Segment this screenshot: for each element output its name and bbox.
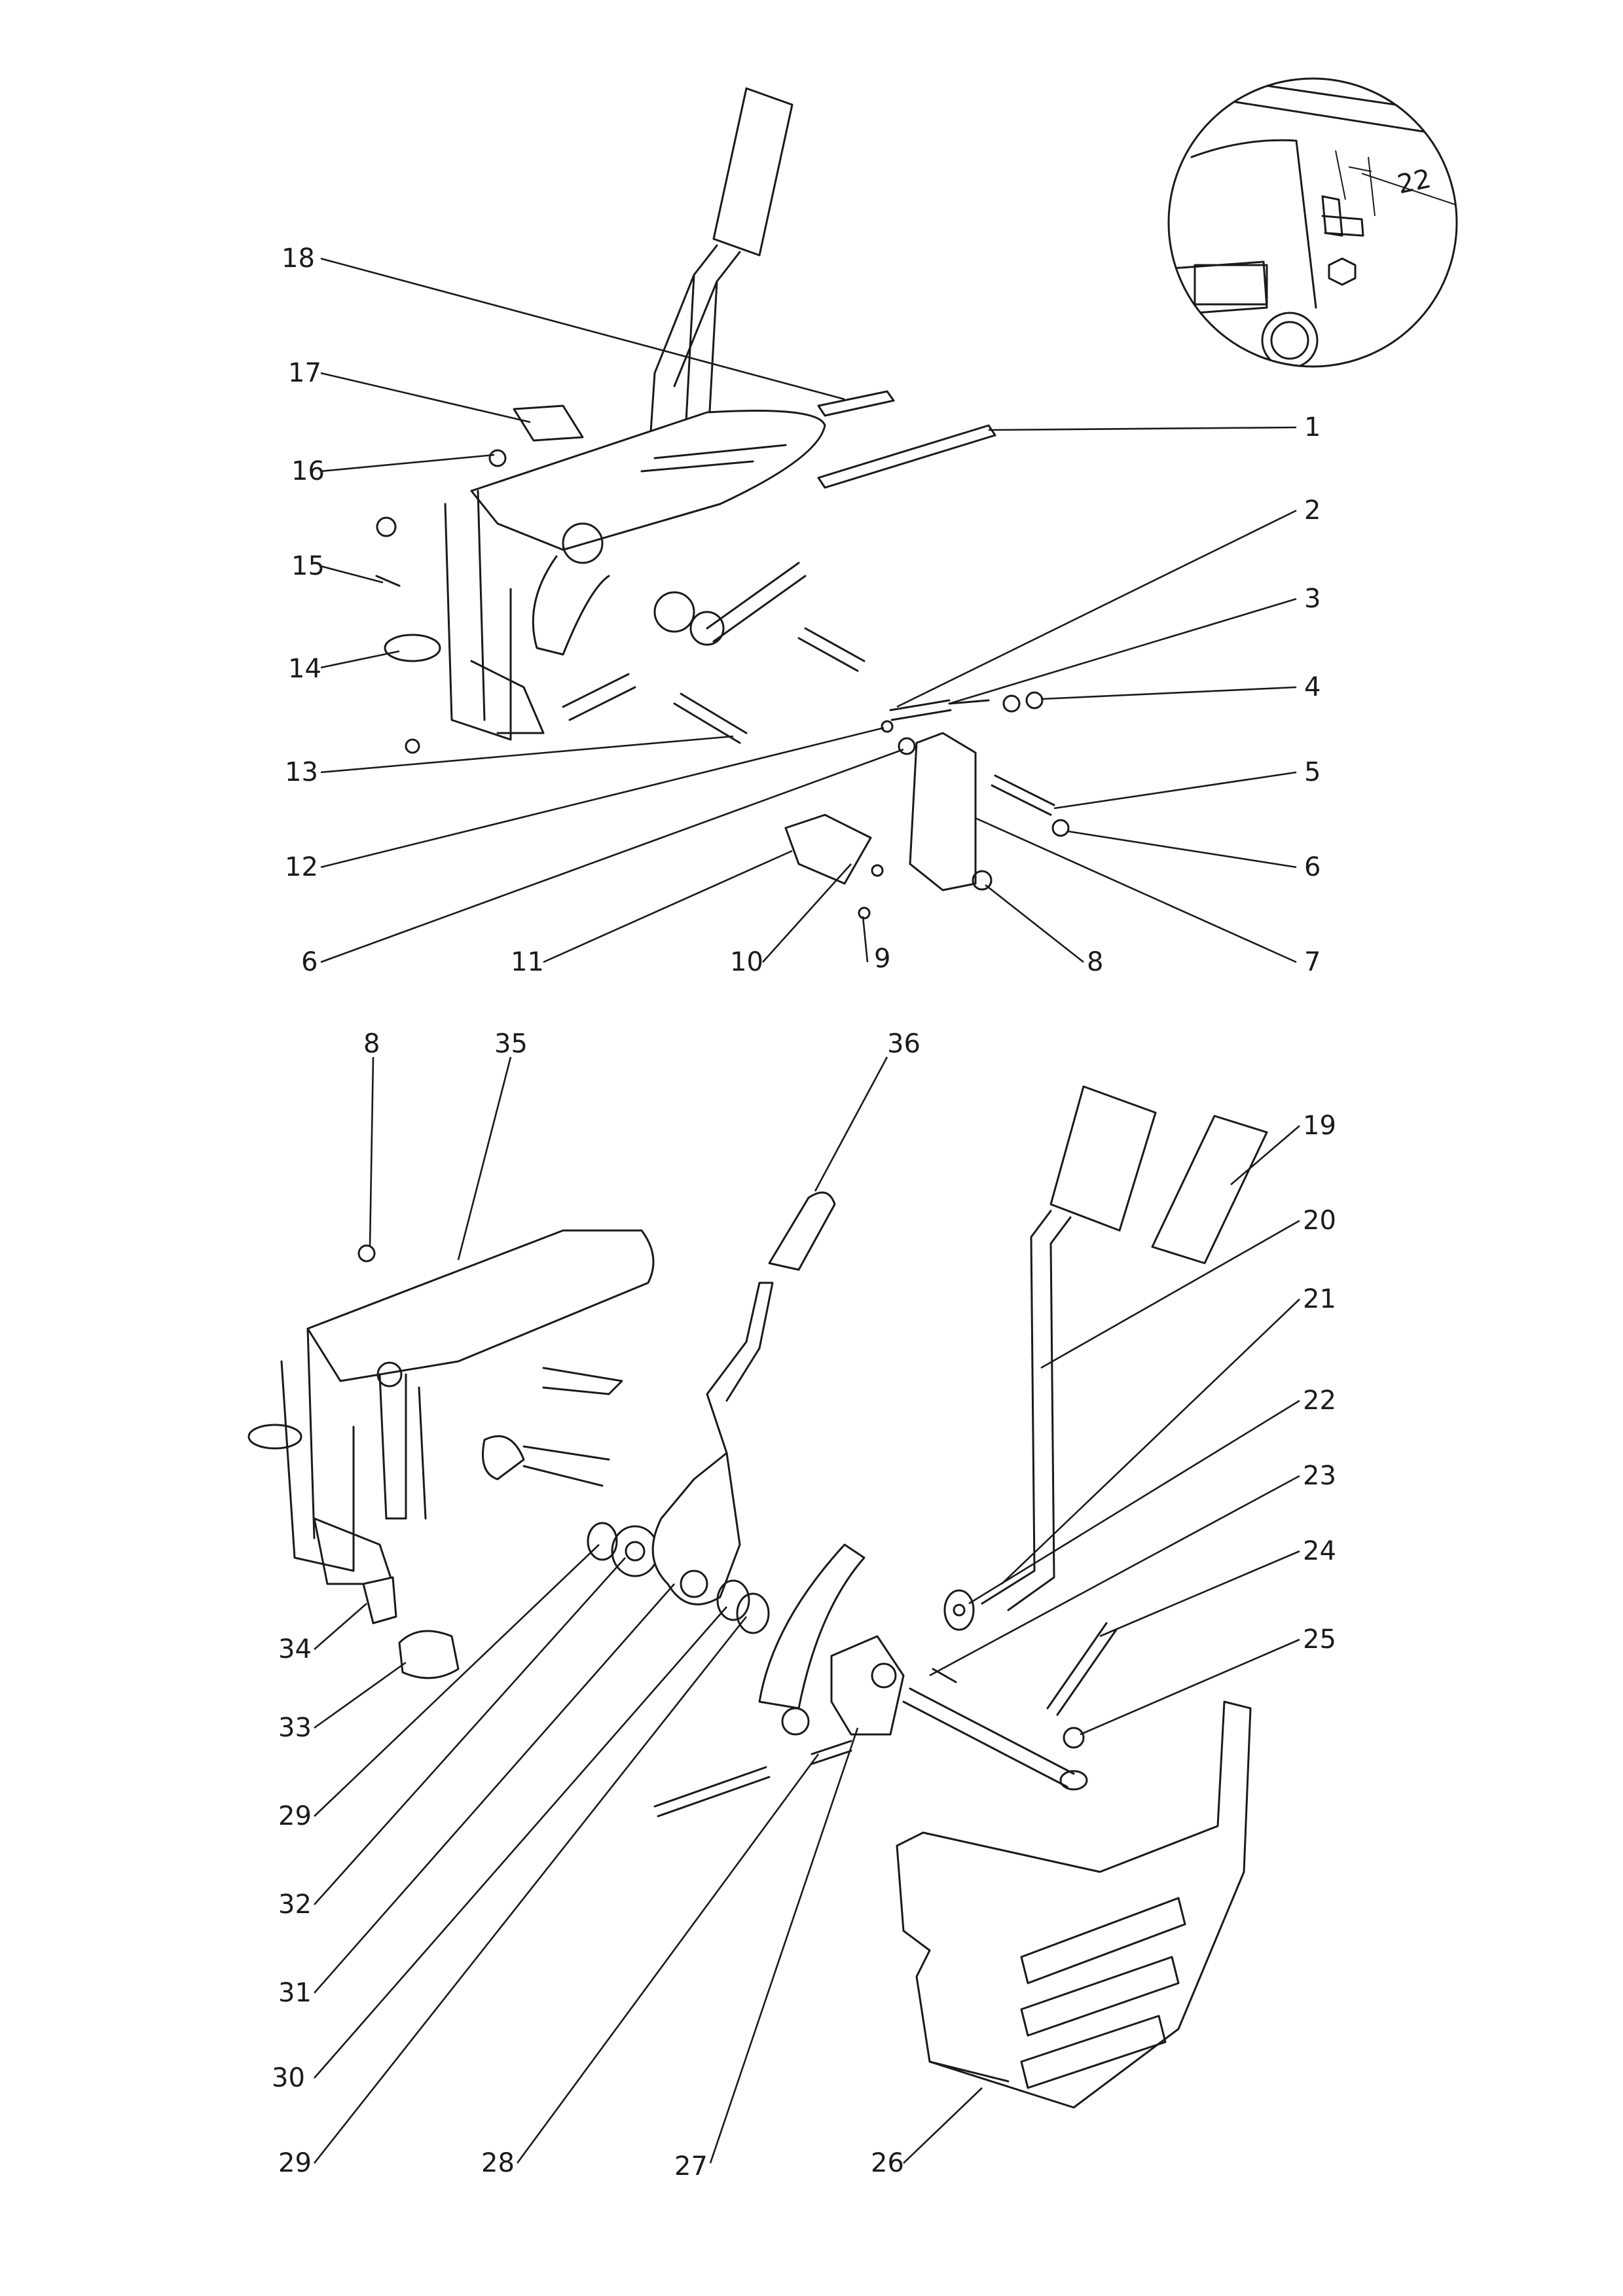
lever-grip-20 (1049, 1085, 1157, 1232)
callout-11: 11 (511, 947, 544, 977)
callout-16: 16 (291, 456, 325, 486)
callout-13: 13 (285, 757, 318, 787)
callout-31: 31 (278, 1978, 312, 2008)
callout-labels: 1 2 3 4 5 6 7 8 9 10 11 6 12 13 14 15 16… (272, 243, 1336, 2181)
callout-8b: 8 (363, 1029, 380, 1059)
callout-1: 1 (1304, 412, 1321, 442)
strip-1 (817, 424, 996, 489)
base-plate (470, 410, 826, 551)
grip-36 (768, 1191, 836, 1271)
callout-26: 26 (871, 2148, 904, 2178)
strip-18 (817, 390, 895, 417)
callout-19: 19 (1303, 1111, 1336, 1141)
callout-32: 32 (278, 1890, 312, 1920)
callout-21: 21 (1303, 1284, 1336, 1314)
callout-25: 25 (1303, 1624, 1336, 1655)
lower-assembly (247, 1085, 1268, 2109)
callout-35: 35 (494, 1029, 528, 1059)
callout-5: 5 (1304, 757, 1321, 787)
switch-33 (398, 1630, 460, 1679)
callout-14: 14 (288, 654, 321, 684)
sleeve-19 (1151, 1115, 1268, 1265)
lever-grip (712, 87, 793, 257)
callout-2: 2 (1304, 495, 1321, 526)
bracket-27 (830, 1635, 905, 1736)
lever-plate-31 (651, 1452, 741, 1605)
callout-27: 27 (674, 2151, 708, 2181)
frame-35 (306, 1229, 655, 1382)
callout-24: 24 (1303, 1536, 1336, 1566)
key-34 (362, 1576, 397, 1624)
callout-18: 18 (282, 243, 315, 274)
detail-view: 22 (1167, 77, 1458, 368)
callout-29a: 29 (278, 1801, 312, 1831)
bracket-7 (909, 732, 977, 891)
callout-3: 3 (1304, 584, 1321, 614)
callout-17: 17 (288, 358, 321, 388)
cover-26 (896, 1700, 1252, 2109)
callout-12: 12 (285, 852, 318, 882)
callout-10: 10 (730, 947, 763, 977)
clamp-14 (384, 634, 441, 662)
callout-20: 20 (1303, 1206, 1336, 1236)
callout-23: 23 (1303, 1461, 1336, 1491)
quadrant (758, 1543, 866, 1710)
callout-36: 36 (887, 1029, 921, 1059)
callout-8a: 8 (1087, 947, 1103, 977)
callout-7: 7 (1304, 947, 1321, 977)
callout-15: 15 (291, 551, 325, 581)
callout-9: 9 (874, 944, 890, 974)
callout-30: 30 (272, 2063, 305, 2093)
callout-22: 22 (1303, 1386, 1336, 1416)
callout-4: 4 (1304, 672, 1321, 702)
block-11 (784, 814, 872, 885)
detail-circle (1167, 77, 1458, 368)
callout-28: 28 (481, 2148, 515, 2178)
leader-lines (313, 257, 1300, 2164)
callout-34: 34 (278, 1634, 312, 1664)
strip-17 (513, 404, 584, 442)
upper-assembly (375, 87, 1070, 920)
dimension-label: 22 (1395, 164, 1433, 200)
callout-6a: 6 (1304, 852, 1321, 882)
callout-33: 33 (278, 1713, 312, 1743)
callout-29b: 29 (278, 2148, 312, 2178)
callout-6b: 6 (301, 947, 318, 977)
